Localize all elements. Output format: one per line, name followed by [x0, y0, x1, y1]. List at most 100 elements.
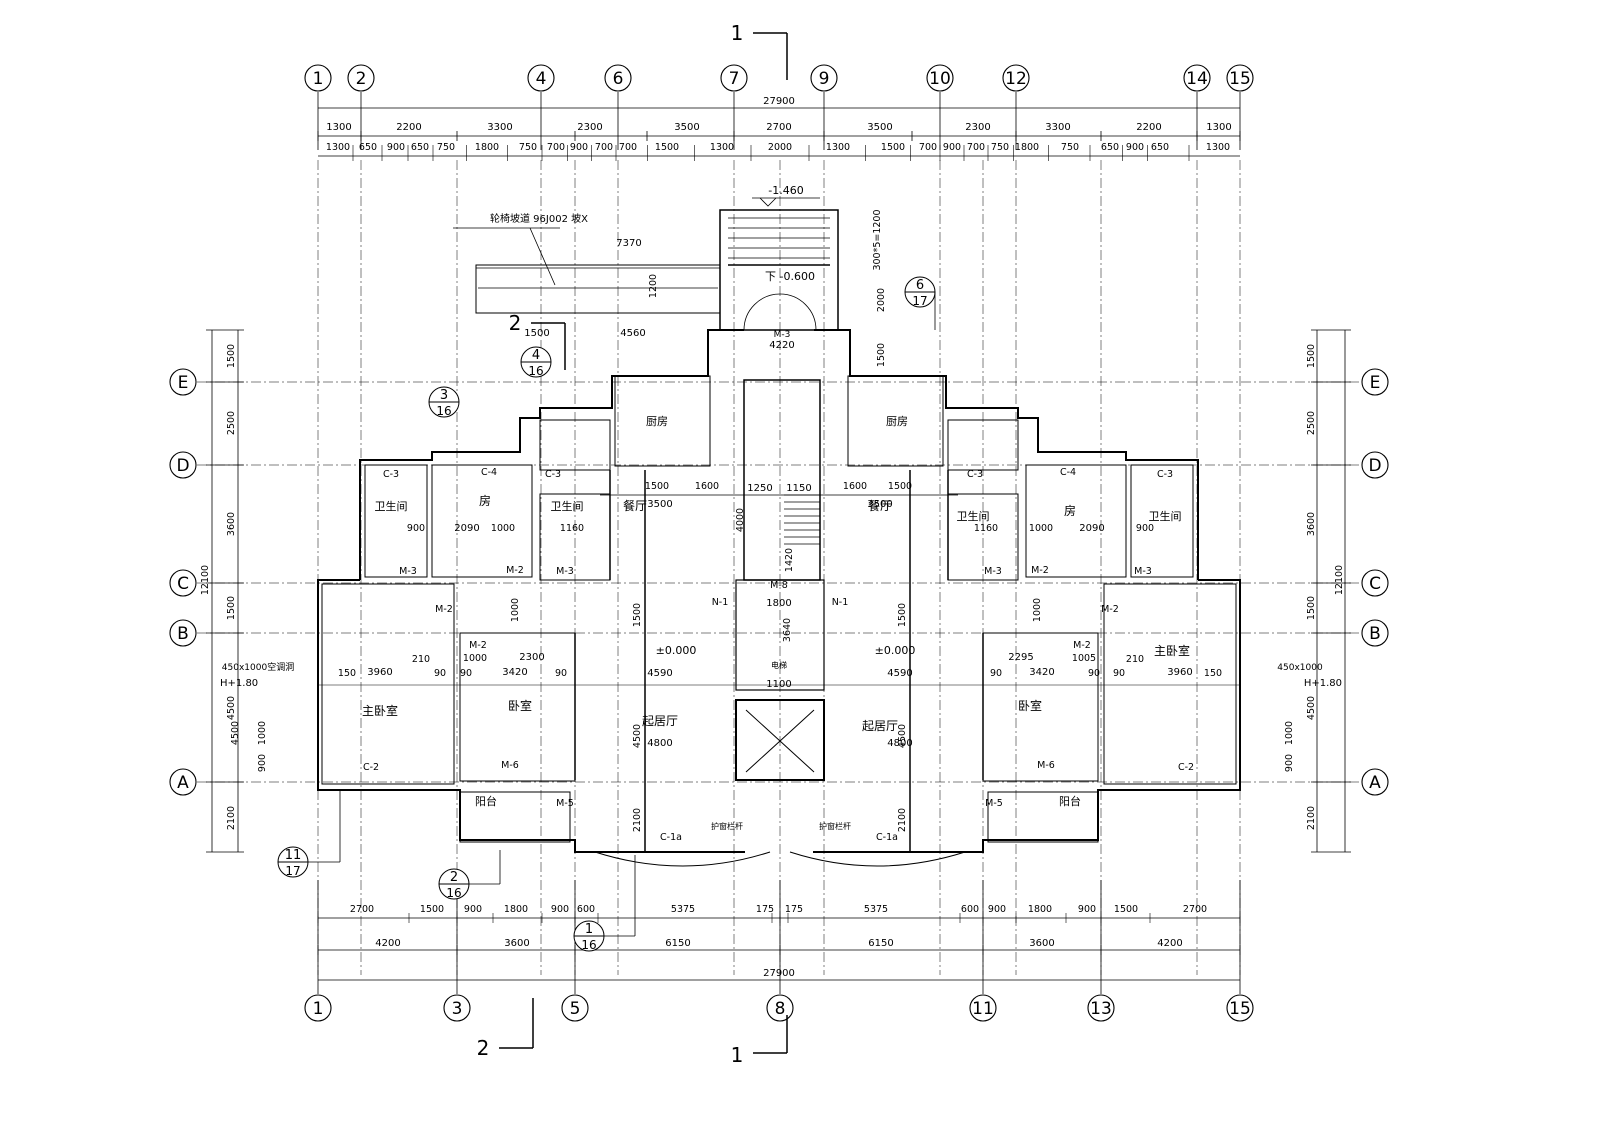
room-room-right: [1025, 464, 1127, 578]
axis-label: E: [1370, 373, 1381, 393]
dim-room-right: 2090: [1079, 523, 1104, 534]
interior-dim-vertical: 1000: [510, 598, 521, 622]
porch-left-dim: 1500: [524, 328, 549, 339]
room-master-left: [321, 583, 455, 785]
room-label-balcony-left: 阳台: [475, 794, 497, 808]
core-dim-1150: 1150: [786, 483, 811, 494]
dim-top-2: 1300: [326, 142, 350, 153]
core-dim-1420: 1420: [784, 548, 795, 572]
interior-dim: 90: [1113, 668, 1125, 679]
axis-label: 4: [536, 69, 547, 89]
dim-bottom-2: 4200: [375, 938, 400, 949]
axis-bubble-right-B: [1361, 619, 1389, 647]
axis-label: 6: [613, 69, 624, 89]
door-window-tag: M-2: [469, 640, 487, 651]
dim-living2-left: 4800: [647, 738, 672, 749]
axis-bubble-top-9: [810, 64, 838, 92]
dim-top-2: 1300: [710, 142, 734, 153]
interior-dim: 1000: [491, 523, 515, 534]
section-2-top: 2: [509, 311, 522, 335]
door-window-tag: M-8: [770, 580, 788, 591]
axis-bubble-bottom-8: [766, 994, 794, 1022]
axis-bubble-left-C: [169, 569, 197, 597]
rail-note-left: 护窗栏杆: [711, 821, 743, 831]
door-window-tag: M-3: [984, 566, 1002, 577]
dim-bedroom-left: 3420: [502, 667, 527, 678]
room-label-dining-left: 餐厅: [623, 498, 647, 513]
axis-bubble-bottom-13: [1087, 994, 1115, 1022]
porch-depth: 2000: [876, 288, 887, 312]
axis-label: 1: [313, 999, 324, 1019]
door-window-tag: M-2: [506, 565, 524, 576]
ramp-reference: 轮椅坡道 96J002 坡X: [490, 212, 588, 225]
dim-right: 3600: [1306, 512, 1317, 536]
door-window-tag: C-2: [1178, 762, 1194, 773]
door-window-tag: C-1a: [876, 832, 898, 843]
axis-label: 14: [1186, 69, 1208, 89]
entrance-door-width: 4220: [769, 340, 794, 351]
dim-top-1: 1300: [1206, 122, 1231, 133]
axis-bubble-bottom-3: [443, 994, 471, 1022]
room-label-bath2-left: 卫生间: [551, 499, 584, 513]
axis-label: 9: [819, 69, 830, 89]
leader: [529, 227, 556, 286]
axis-label: C: [1369, 574, 1381, 594]
room-kitchen-right: [847, 375, 944, 467]
dim-bottom-1: 1800: [504, 904, 528, 915]
interior-dim-vertical: 900: [1284, 754, 1295, 772]
level-right: ±0.000: [875, 644, 916, 657]
interior-dim: 1500: [888, 481, 912, 492]
callout-num: 2: [450, 870, 458, 885]
axis-bubble-top-7: [720, 64, 748, 92]
dim-top-2: 650: [1151, 142, 1169, 153]
dim-top-2: 700: [967, 142, 985, 153]
axis-bubble-top-12: [1002, 64, 1030, 92]
axis-label: B: [1369, 624, 1381, 644]
door-window-tag: M-2: [1073, 640, 1091, 651]
dim-top-1: 3300: [1045, 122, 1070, 133]
door-window-tag: M-2: [1101, 604, 1119, 615]
dim-bedroom-right: 3420: [1029, 667, 1054, 678]
entrance-elevation: -1.460: [768, 184, 803, 197]
dim-top-2: 650: [1101, 142, 1119, 153]
dim-bottom-2: 6150: [665, 938, 690, 949]
door-window-tag: N-1: [832, 597, 849, 608]
interior-dim: 900: [407, 523, 425, 534]
axis-bubble-top-6: [604, 64, 632, 92]
axis-label: A: [177, 773, 189, 793]
axis-label: D: [1368, 456, 1381, 476]
door-window-tag: M-2: [1031, 565, 1049, 576]
axis-bubble-top-4: [527, 64, 555, 92]
axis-bubble-top-1: [304, 64, 332, 92]
room-master-right: [1103, 583, 1237, 785]
dim-left: 3600: [226, 512, 237, 536]
dim-top-2: 700: [919, 142, 937, 153]
door-swing: [743, 293, 781, 331]
interior-dim-vertical: 1500: [897, 603, 908, 627]
room-store-right: [947, 419, 1019, 471]
axis-label: 11: [972, 999, 994, 1019]
dim-bottom-1: 900: [988, 904, 1006, 915]
door-window-tag: C-4: [1060, 467, 1076, 478]
dim-bottom-2: 6150: [868, 938, 893, 949]
axis-label: 2: [356, 69, 367, 89]
dim-top-2: 750: [519, 142, 537, 153]
dim-master-left: 3960: [367, 667, 392, 678]
axis-label: 13: [1090, 999, 1112, 1019]
dim-left: 1500: [226, 344, 237, 368]
door-window-tag: M-3: [1134, 566, 1152, 577]
dim-bottom-1: 5375: [864, 904, 888, 915]
dim-top-1: 3500: [674, 122, 699, 133]
door-window-tag: M-2: [435, 604, 453, 615]
section-1-bottom: 1: [731, 1043, 744, 1067]
axis-bubble-top-14: [1183, 64, 1211, 92]
bay-window-right: [789, 851, 966, 867]
dim-bottom-1: 175: [785, 904, 803, 915]
door-window-tag: C-3: [383, 469, 399, 480]
dim-bottom-1: 2700: [350, 904, 374, 915]
axis-bubble-left-B: [169, 619, 197, 647]
axis-label: 10: [929, 69, 951, 89]
room-label-living-right: 起居厅: [862, 719, 898, 733]
dim-master-right: 3960: [1167, 667, 1192, 678]
